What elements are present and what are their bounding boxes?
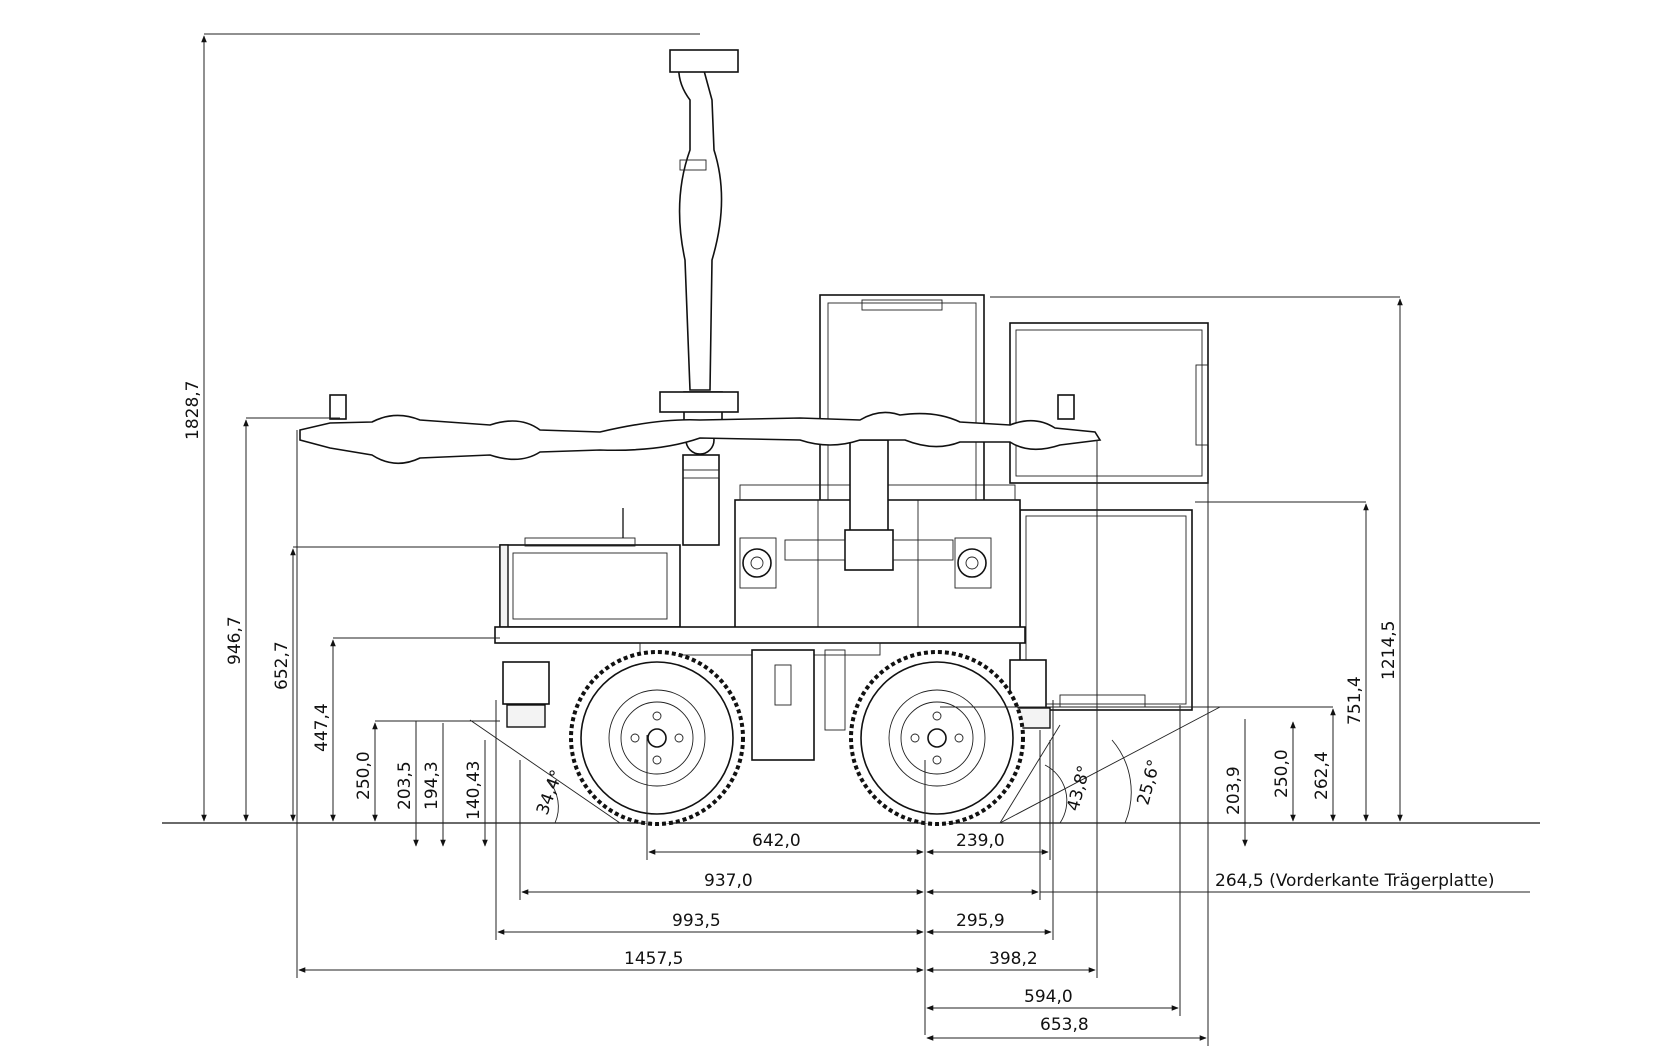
dim-993: 993,5 (672, 911, 721, 931)
dim-1214: 1214,5 (1379, 621, 1399, 680)
left-wheel (569, 650, 745, 826)
angle-34: 34,4° (533, 767, 568, 817)
dim-239: 239,0 (956, 831, 1005, 851)
dim-398: 398,2 (989, 949, 1038, 969)
dim-1828: 1828,7 (183, 381, 203, 440)
right-wheel (849, 650, 1025, 826)
dim-140: 140,43 (464, 761, 484, 820)
dim-1457: 1457,5 (624, 949, 683, 969)
dim-447: 447,4 (312, 703, 332, 752)
dim-203-left: 203,5 (395, 761, 415, 810)
dim-264: 264,5 (Vorderkante Trägerplatte) (1215, 871, 1495, 891)
vertical-dims-left: 1828,7 946,7 652,7 447,4 250,0 203,5 194… (183, 33, 700, 847)
dim-653: 653,8 (1040, 1015, 1089, 1035)
dim-262: 262,4 (1312, 751, 1332, 800)
dim-751: 751,4 (1345, 676, 1365, 725)
dim-194: 194,3 (422, 761, 442, 810)
dim-203-right: 203,9 (1224, 766, 1244, 815)
dim-937: 937,0 (704, 871, 753, 891)
dim-295: 295,9 (956, 911, 1005, 931)
dim-594: 594,0 (1024, 987, 1073, 1007)
vertical-dims-right: 203,9 250,0 262,4 751,4 1214,5 (990, 296, 1403, 847)
dim-250-right: 250,0 (1272, 749, 1292, 798)
dim-250-left: 250,0 (354, 751, 374, 800)
horizontal-dims: 642,0 239,0 937,0 264,5 (Vorderkante Trä… (296, 430, 1530, 1046)
dim-642: 642,0 (752, 831, 801, 851)
angle-43: 43,8° (1064, 763, 1095, 813)
angle-25: 25,6° (1134, 757, 1165, 807)
dim-652: 652,7 (272, 641, 292, 690)
dim-946: 946,7 (225, 616, 245, 665)
robot-body (299, 49, 1209, 761)
